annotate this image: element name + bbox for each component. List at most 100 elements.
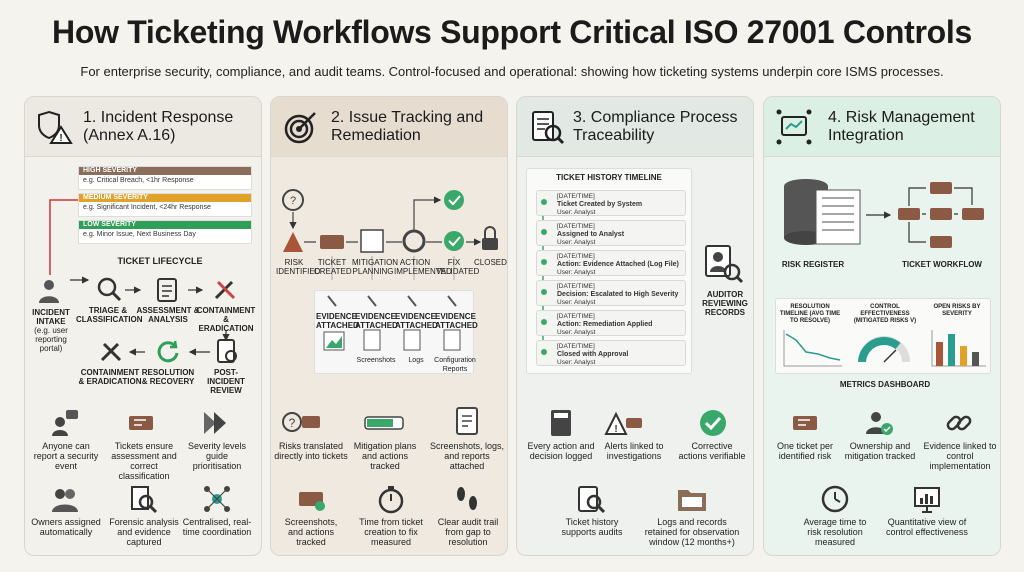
benefit: Screenshots, and actions tracked <box>284 517 338 547</box>
evidence-logs: Logs <box>408 357 424 364</box>
entry-text: Decision: Escalated to High Severity <box>557 291 679 298</box>
panel-title: 2. Issue Tracking and Remediation <box>331 109 484 144</box>
entry-user: User: Analyst <box>557 299 596 306</box>
evidence-attached-label: EVIDENCE ATTACHED <box>355 312 398 330</box>
metric-title: OPEN RISKS BY SEVERITY <box>933 304 981 317</box>
severity-label: HIGH SEVERITY <box>79 167 251 175</box>
panel-header: 2. Issue Tracking and Remediation <box>271 97 507 157</box>
evidence-screenshots: Screenshots <box>356 357 396 364</box>
step-assessment: ASSESSMENT & ANALYSIS <box>136 306 200 324</box>
entry-date: [DATE/TIME] <box>557 283 595 290</box>
severity-example: e.g. Minor Issue, Next Business Day <box>83 231 196 238</box>
tools-icon <box>100 342 122 362</box>
panel-header: ! 1. Incident Response (Annex A.16) <box>25 97 261 157</box>
entry-user: User: Analyst <box>557 209 596 216</box>
metrics-dashboard-label: METRICS DASHBOARD <box>839 380 931 389</box>
incident-intake-label: INCIDENT INTAKE <box>32 308 70 326</box>
question-ticket-icon: ? <box>282 412 320 432</box>
svg-text:!: ! <box>614 424 617 435</box>
benefit: Average time to risk resolution measured <box>803 517 867 547</box>
benefit: Corrective actions verifiable <box>678 441 746 461</box>
incident-intake-note: (e.g. user reporting portal) <box>34 326 68 353</box>
entry-user: User: Analyst <box>557 329 596 336</box>
benefit: Mitigation plans and actions tracked <box>353 441 417 471</box>
flow-risk-identified: RISK IDENTIFIED <box>276 258 321 276</box>
entry-text: Ticket Created by System <box>557 201 643 208</box>
step-post-incident: POST-INCIDENT REVIEW <box>207 368 245 395</box>
entry-user: User: Analyst <box>557 239 596 246</box>
step-resolution: RESOLUTION & RECOVERY <box>141 368 195 386</box>
benefit: Clear audit trail from gap to resolution <box>437 517 499 547</box>
entry-user: User: Analyst <box>557 359 596 366</box>
benefit: Ticket history supports audits <box>561 517 623 537</box>
benefit: Evidence linked to control implementatio… <box>923 441 997 471</box>
benefit: Forensic analysis and evidence captured <box>109 517 179 547</box>
evidence-config-reports: Configuration Reports <box>434 357 476 373</box>
benefit: Time from ticket creation to fix measure… <box>359 517 423 547</box>
benefit: Severity levels guide prioritisation <box>187 441 247 471</box>
panel-title: 3. Compliance Process Traceability <box>573 109 738 144</box>
page-title: How Ticketing Workflows Support Critical… <box>52 14 972 50</box>
panel-title: 1. Incident Response (Annex A.16) <box>83 109 234 144</box>
benefit: Owners assigned automatically <box>31 517 101 537</box>
timeline-title: TICKET HISTORY TIMELINE <box>556 173 662 182</box>
priority-arrow-icon <box>204 412 226 434</box>
svg-text:?: ? <box>289 416 296 430</box>
benefit: Logs and records retained for observatio… <box>644 517 740 547</box>
severity-example: e.g. Critical Breach, <1hr Response <box>83 177 194 184</box>
benefit: Alerts linked to investigations <box>604 441 664 461</box>
flow-action-implemented: ACTION IMPLEMENTED <box>394 258 452 276</box>
history-search-icon <box>578 486 606 514</box>
benefit: Risks translated directly into tickets <box>274 441 348 461</box>
svg-text:?: ? <box>290 195 296 207</box>
ticket-link-icon <box>793 416 817 430</box>
document-review-icon <box>217 339 237 363</box>
step-containment-2: CONTAINMENT & ERADICATION <box>78 368 142 386</box>
flow-mitigation-planning: MITIGATION PLANNING <box>352 258 399 276</box>
owners-icon <box>52 489 78 512</box>
footprints-icon <box>457 487 477 510</box>
panel-header: 3. Compliance Process Traceability <box>517 97 753 157</box>
network-hub-icon <box>204 486 230 512</box>
page-subtitle: For enterprise security, compliance, and… <box>80 64 944 79</box>
benefit: Ownership and mitigation tracked <box>844 441 916 461</box>
evidence-attached-label: EVIDENCE ATTACHED <box>316 312 359 330</box>
entry-text: Action: Evidence Attached (Log File) <box>557 261 679 268</box>
ticket-icon <box>299 492 325 511</box>
entry-date: [DATE/TIME] <box>557 313 595 320</box>
severity-label: LOW SEVERITY <box>79 221 251 229</box>
step-containment: CONTAINMENT & ERADICATION <box>196 306 256 333</box>
benefit: Anyone can report a security event <box>33 441 99 471</box>
target-icon <box>284 112 316 144</box>
entry-date: [DATE/TIME] <box>557 223 595 230</box>
severity-high: HIGH SEVERITY e.g. Critical Breach, <1hr … <box>78 166 252 190</box>
step-triage: TRIAGE & CLASSIFICATION <box>76 306 143 324</box>
entry-user: User: Analyst <box>557 269 596 276</box>
benefit: Tickets ensure assessment and correct cl… <box>111 441 177 481</box>
file-attachment-icon <box>456 407 478 435</box>
stopwatch-icon <box>378 486 404 514</box>
forensic-search-icon <box>131 486 158 514</box>
evidence-icons <box>323 295 461 351</box>
chain-link-icon <box>946 415 972 431</box>
risk-register-label: RISK REGISTER <box>781 260 845 269</box>
evidence-attached-label: EVIDENCE ATTACHED <box>395 312 438 330</box>
tools-icon <box>214 280 236 300</box>
entry-text: Assigned to Analyst <box>557 231 625 238</box>
document-search-icon <box>532 111 565 145</box>
timer-down-icon <box>821 485 849 513</box>
severity-label: MEDIUM SEVERITY <box>79 194 251 202</box>
benefit: Every action and decision logged <box>527 441 595 461</box>
flow-closed: CLOSED <box>474 258 507 267</box>
chat-user-icon <box>52 410 78 436</box>
flow-fix-validated: FIX VALIDATED <box>436 258 480 276</box>
presentation-chart-icon <box>914 487 940 513</box>
